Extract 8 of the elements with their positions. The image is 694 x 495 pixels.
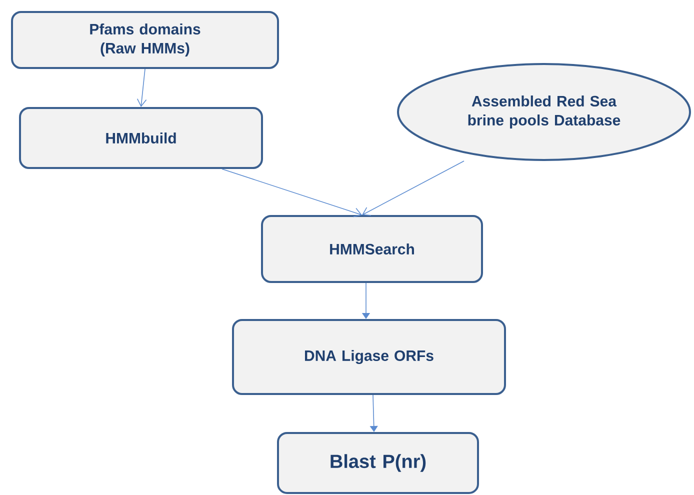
arrow <box>362 160 464 216</box>
arrow <box>136 68 147 107</box>
process-box: DNA Ligase ORFs <box>232 319 506 395</box>
process-box: Pfams domains (Raw HMMs) <box>11 11 279 69</box>
process-box: HMMSearch <box>261 215 483 283</box>
process-box: Blast P(nr) <box>277 432 479 494</box>
process-box: HMMbuild <box>19 107 263 169</box>
arrow <box>222 168 362 218</box>
